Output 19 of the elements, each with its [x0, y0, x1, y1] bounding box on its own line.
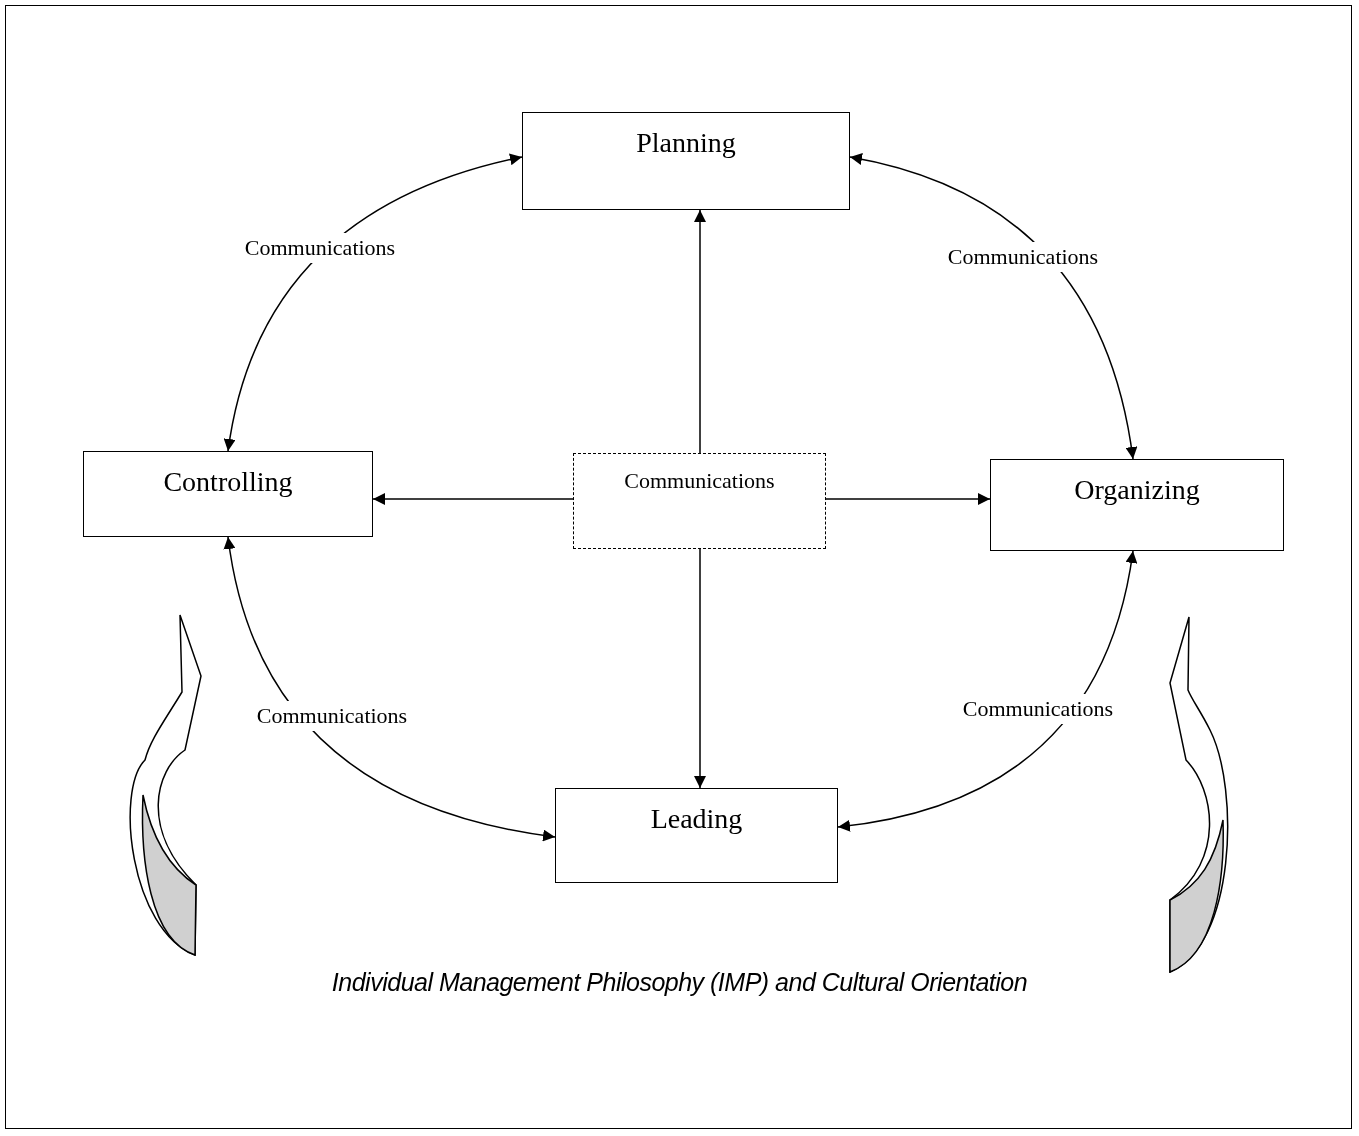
caption: Individual Management Philosophy (IMP) and Cultural Orientation: [330, 968, 1029, 997]
arrow: [224, 536, 556, 841]
process-box: [83, 451, 373, 537]
box-label: Communications: [624, 468, 775, 494]
process-box: [990, 459, 1284, 551]
dashed-box: [573, 453, 826, 549]
process-box: [522, 112, 850, 210]
arrow: [224, 154, 523, 452]
arrow: [694, 548, 706, 789]
arrow: [849, 153, 1137, 460]
process-box: [555, 788, 838, 883]
arrow: [372, 493, 574, 505]
box-label: Controlling: [163, 466, 293, 498]
box-label: Leading: [650, 803, 743, 835]
arrow: [694, 209, 706, 454]
arrow: [825, 493, 991, 505]
box-label: Organizing: [1074, 474, 1200, 506]
box-label: Planning: [636, 127, 736, 159]
arrow: [837, 550, 1137, 832]
